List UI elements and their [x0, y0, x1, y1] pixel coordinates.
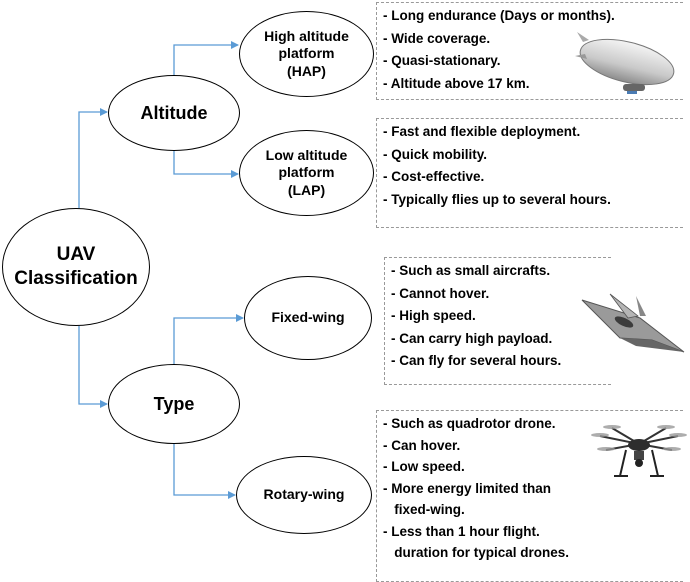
fixed-wing-node: Fixed-wing [244, 276, 372, 360]
lap-label: Low altitude platform (LAP) [265, 146, 348, 198]
uav-classification-node: UAV Classification [2, 208, 150, 326]
fixed-wing-feature-item: - Can carry high payload. [391, 330, 553, 346]
fixed-wing-features: - Such as small aircrafts. - Cannot hove… [384, 257, 611, 385]
connector-root-type [78, 326, 108, 408]
rotary-wing-feature-item: - Low speed. [383, 459, 465, 474]
fixed-wing-feature-item: - High speed. [391, 308, 476, 323]
lap-feature-item: - Quick mobility. [383, 146, 488, 162]
fixed-wing-aircraft-icon [581, 293, 685, 353]
rotary-wing-feature-item: duration for typical drones. [383, 545, 570, 560]
rotary-wing-feature-item: - Such as quadrotor drone. [383, 416, 556, 431]
lap-feature-item: - Typically flies up to several hours. [383, 191, 611, 207]
rotary-wing-feature-item: - More energy limited than [383, 480, 552, 496]
rotary-wing-feature-item: - Less than 1 hour flight. [383, 523, 540, 539]
fixed-wing-feature-item: - Such as small aircrafts. [391, 263, 551, 278]
rotary-wing-node: Rotary-wing [236, 456, 372, 534]
rotary-wing-feature-item: - Can hover. [383, 437, 461, 453]
connector-root-altitude [78, 108, 108, 208]
hap-feature-item: - Altitude above 17 km. [383, 75, 530, 91]
hap-feature-item: - Quasi-stationary. [383, 53, 501, 68]
airship-icon [575, 32, 675, 94]
fixed-wing-feature-item: - Can fly for several hours. [391, 353, 562, 368]
connector-altitude-lap [173, 151, 239, 178]
fixed-wing-feature-item: - Cannot hover. [391, 285, 490, 301]
type-label: Type [153, 393, 195, 414]
lap-node: Low altitude platform (LAP) [239, 130, 374, 216]
uav-classification-label: UAV Classification [14, 244, 138, 289]
lap-features: - Fast and flexible deployment. - Quick … [376, 118, 683, 228]
hap-label: High altitude platform (HAP) [264, 27, 349, 79]
lap-feature-item: - Cost-effective. [383, 169, 485, 184]
rotary-wing-feature-item: fixed-wing. [383, 502, 465, 517]
altitude-label: Altitude [140, 102, 208, 123]
multirotor-drone-icon [591, 425, 687, 477]
connector-altitude-hap [173, 41, 239, 75]
altitude-node: Altitude [108, 75, 240, 151]
rotary-wing-label: Rotary-wing [263, 486, 345, 503]
hap-features: - Long endurance (Days or months). - Wid… [376, 2, 683, 100]
hap-node: High altitude platform (HAP) [239, 11, 374, 97]
hap-feature-item: - Wide coverage. [383, 30, 491, 46]
hap-feature-item: - Long endurance (Days or months). [383, 8, 615, 23]
connector-type-fixed-wing [173, 314, 244, 364]
fixed-wing-label: Fixed-wing [271, 309, 345, 326]
type-node: Type [108, 364, 240, 444]
lap-feature-item: - Fast and flexible deployment. [383, 124, 581, 139]
connector-type-rotary-wing [173, 444, 236, 499]
